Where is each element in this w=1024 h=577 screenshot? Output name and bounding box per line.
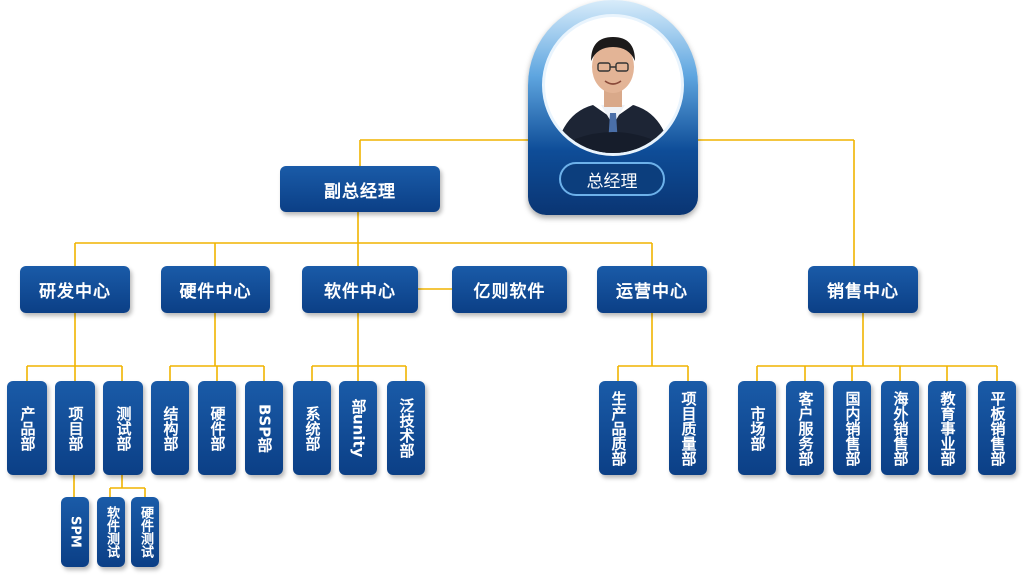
dept-project-box[interactable]: 项目部 (55, 381, 95, 475)
general-manager-photo (542, 14, 684, 156)
dept-project-quality-box[interactable]: 项目质量部 (669, 381, 707, 475)
dept-hardware-label: 硬件部 (208, 405, 227, 451)
unit-spm-label: SPM (67, 516, 83, 548)
dept-project-quality-label: 项目质量部 (679, 390, 698, 466)
dept-domestic-sales-label: 国内销售部 (843, 390, 862, 466)
dept-unity-box[interactable]: 部unity (339, 381, 377, 475)
dept-system-label: 系统部 (303, 405, 322, 451)
person-avatar-icon (555, 37, 671, 153)
center-software-label: 软件中心 (324, 282, 396, 302)
center-sales-box[interactable]: 销售中心 (808, 266, 918, 313)
general-manager-label: 总经理 (559, 162, 665, 196)
center-hardware-label: 硬件中心 (179, 282, 252, 302)
dept-overseas-sales-label: 海外销售部 (891, 390, 910, 466)
center-operations-box[interactable]: 运营中心 (597, 266, 707, 313)
dept-tablet-sales-label: 平板销售部 (988, 390, 1007, 466)
unit-hardware-test-box[interactable]: 硬件测试 (131, 497, 159, 567)
dept-production-quality-box[interactable]: 生产品质部 (599, 381, 637, 475)
vice-manager-box[interactable]: 副总经理 (280, 166, 440, 212)
dept-structure-label: 结构部 (161, 405, 180, 451)
dept-unity-label: 部unity (349, 398, 368, 458)
center-operations-label: 运营中心 (616, 282, 688, 302)
dept-hardware-box[interactable]: 硬件部 (198, 381, 236, 475)
vice-manager-label: 副总经理 (324, 181, 396, 202)
dept-product-box[interactable]: 产品部 (7, 381, 47, 475)
center-sales-label: 销售中心 (827, 282, 899, 302)
dept-pan-tech-label: 泛技术部 (397, 398, 416, 458)
general-manager-card[interactable]: 总经理 (528, 0, 698, 215)
center-hardware-box[interactable]: 硬件中心 (161, 266, 270, 313)
unit-spm-box[interactable]: SPM (61, 497, 89, 567)
dept-structure-box[interactable]: 结构部 (151, 381, 189, 475)
dept-domestic-sales-box[interactable]: 国内销售部 (833, 381, 871, 475)
dept-customer-service-box[interactable]: 客户服务部 (786, 381, 824, 475)
dept-product-label: 产品部 (18, 405, 37, 451)
yize-software-box[interactable]: 亿则软件 (452, 266, 567, 313)
dept-project-label: 项目部 (66, 405, 85, 451)
dept-customer-service-label: 客户服务部 (796, 390, 815, 466)
dept-tablet-sales-box[interactable]: 平板销售部 (978, 381, 1016, 475)
dept-overseas-sales-box[interactable]: 海外销售部 (881, 381, 919, 475)
dept-test-label: 测试部 (114, 405, 133, 451)
dept-market-box[interactable]: 市场部 (738, 381, 776, 475)
unit-software-test-label: 软件测试 (104, 506, 119, 558)
center-rd-box[interactable]: 研发中心 (20, 266, 130, 313)
unit-software-test-box[interactable]: 软件测试 (97, 497, 125, 567)
yize-software-label: 亿则软件 (473, 282, 546, 302)
center-rd-label: 研发中心 (39, 282, 111, 302)
dept-production-quality-label: 生产品质部 (609, 390, 628, 466)
dept-system-box[interactable]: 系统部 (293, 381, 331, 475)
unit-hardware-test-label: 硬件测试 (138, 506, 153, 558)
dept-market-label: 市场部 (748, 405, 767, 451)
dept-bsp-label: BSP部 (255, 403, 274, 453)
dept-test-box[interactable]: 测试部 (103, 381, 143, 475)
dept-bsp-box[interactable]: BSP部 (245, 381, 283, 475)
dept-pan-tech-box[interactable]: 泛技术部 (387, 381, 425, 475)
dept-education-box[interactable]: 教育事业部 (928, 381, 966, 475)
dept-education-label: 教育事业部 (938, 390, 957, 466)
center-software-box[interactable]: 软件中心 (302, 266, 418, 313)
